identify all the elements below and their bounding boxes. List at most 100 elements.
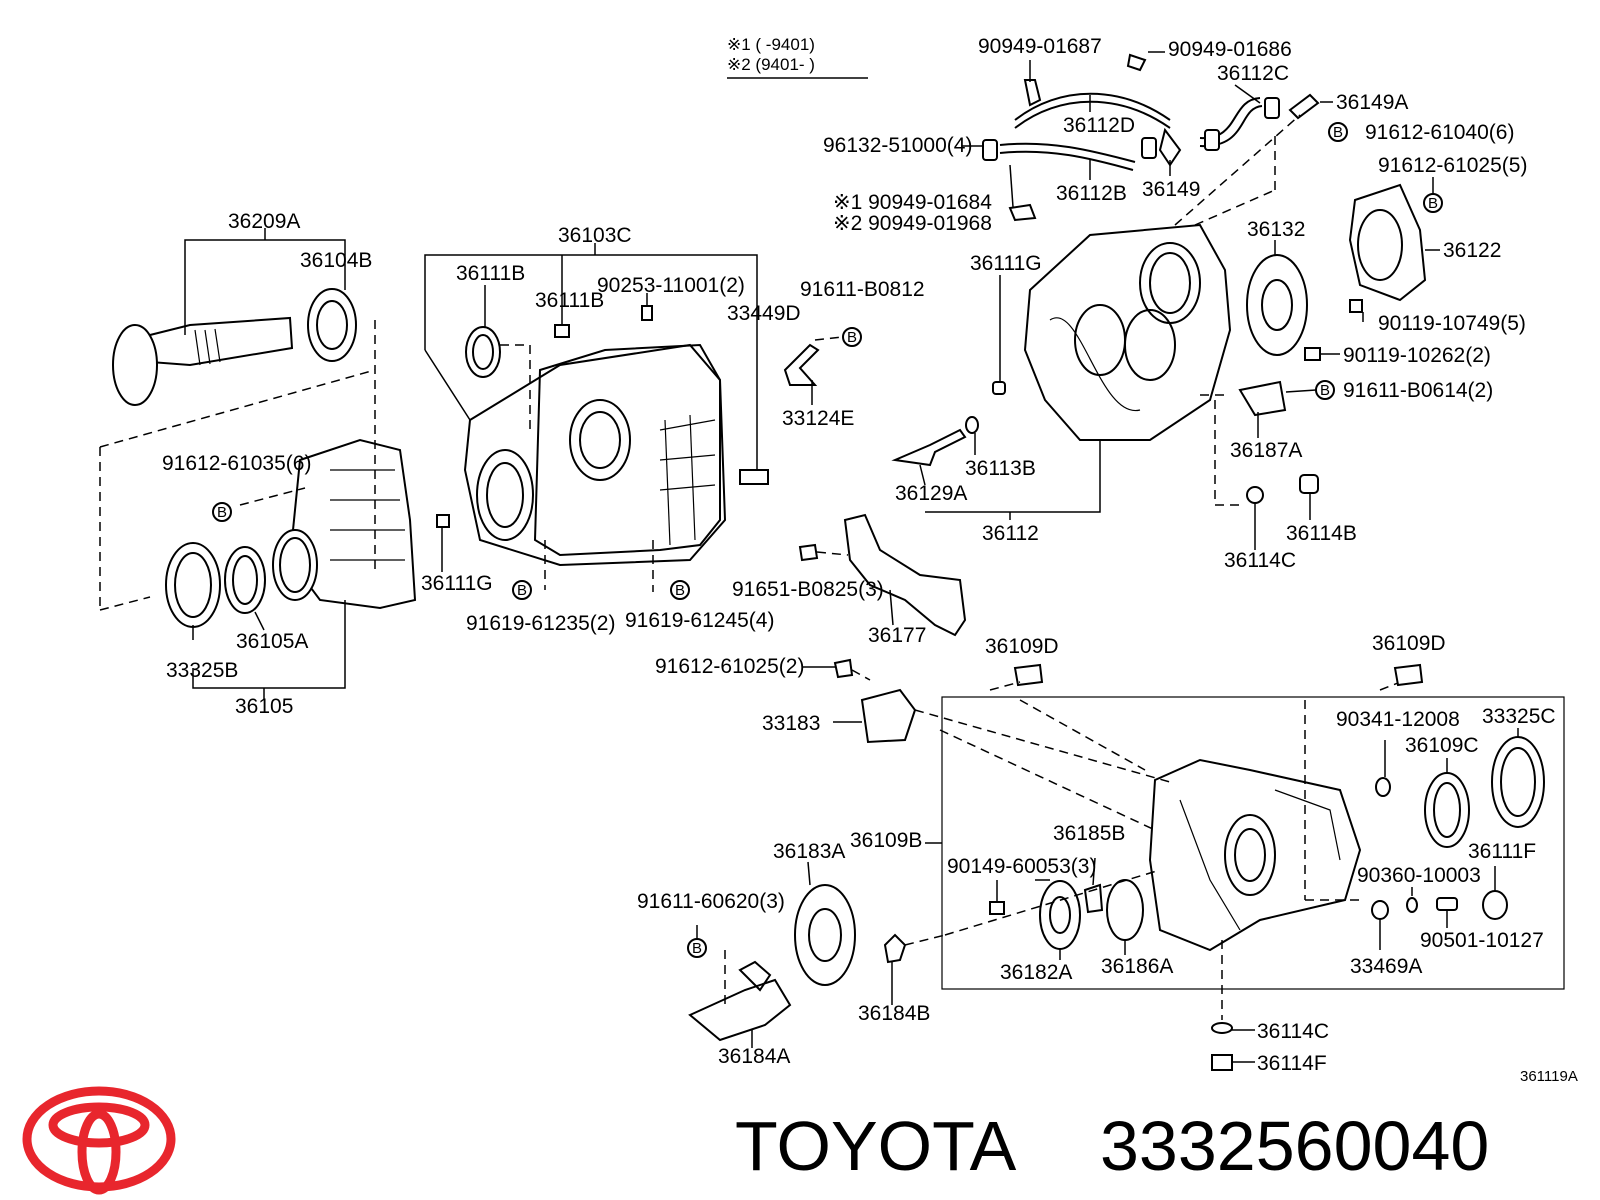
hose-clip-2: [1141, 137, 1157, 159]
part-number: 3332560040: [1100, 1107, 1489, 1185]
washer-90360-10003: [1406, 897, 1418, 913]
clamp-90949-01687: [1023, 79, 1042, 107]
shaft-36209A-shape: [149, 316, 294, 367]
plug-36184B: [883, 933, 907, 964]
transfer-case-group: B B B: [212, 243, 769, 600]
label-36184B: 36184B: [858, 1002, 930, 1025]
washer-36114C-top: [1246, 486, 1264, 504]
bolt-marker-text: B: [517, 582, 527, 599]
rear-cover-group: B B B: [1238, 122, 1443, 550]
washer-36113B: [965, 416, 979, 434]
label-90949-01687: 90949-01687: [978, 35, 1102, 58]
label-36114C-bot: 36114C: [1257, 1020, 1329, 1043]
label-36113B: 36113B: [965, 457, 1036, 480]
brand-name: TOYOTA: [735, 1107, 1017, 1185]
label-36105: 36105: [235, 695, 293, 718]
label-36114B: 36114B: [1286, 522, 1357, 545]
label-36177: 36177: [868, 624, 926, 647]
breather-36111F: [1482, 890, 1508, 920]
bolt-91612-61025-2: [833, 658, 854, 679]
bracket-33124E-group: B: [783, 327, 862, 405]
label-36114C-top: 36114C: [1224, 549, 1296, 572]
label-33124E: 33124E: [782, 407, 854, 430]
label-91619-61245: 91619-61245(4): [625, 609, 774, 632]
label-33183: 33183: [762, 712, 820, 735]
bolt-36109D-2: [1393, 663, 1424, 687]
label-33449D: 33449D: [727, 302, 801, 325]
logo-center-ellipse: [77, 1109, 121, 1195]
label-36132: 36132: [1247, 218, 1305, 241]
bolt-91651-B0825: [798, 543, 819, 562]
label-36111G-top: 36111G: [970, 252, 1042, 275]
pin-90253-11001: [641, 305, 653, 321]
label-36105A: 36105A: [236, 630, 308, 653]
bolt-marker-text: B: [675, 582, 685, 599]
bolt-36109D-1: [1013, 663, 1044, 687]
label-33469A: 33469A: [1350, 955, 1422, 978]
label-91651-B0825: 91651-B0825(3): [732, 578, 884, 601]
lower-section-group: B: [687, 658, 1565, 1071]
extension-housing-36109B: [1148, 758, 1362, 952]
bracket-36187A: [1238, 380, 1287, 417]
bolt-marker-91619-61235: [512, 580, 532, 600]
bushing-36105A: [224, 546, 266, 614]
plug-90341-12008: [1375, 777, 1391, 797]
bolt-marker-text: B: [1333, 124, 1343, 141]
label-91619-61235: 91619-61235(2): [466, 612, 615, 635]
bracket-33124E: [783, 343, 820, 386]
label-36122: 36122: [1443, 239, 1501, 262]
plug-33469A: [1371, 900, 1389, 920]
clamp-90949-01686: [1126, 53, 1147, 72]
bolt-marker-text: B: [1428, 195, 1438, 212]
clamp-90949-01684: [1008, 203, 1037, 222]
label-90501-10127: 90501-10127: [1420, 929, 1544, 952]
hose-clip-3: [1204, 129, 1220, 151]
label-36112B: 36112B: [1056, 182, 1127, 205]
gasket-36132: [1246, 254, 1308, 356]
pin-90501-10127: [1436, 897, 1458, 911]
label-36182A: 36182A: [1000, 961, 1072, 984]
label-36149A: 36149A: [1336, 91, 1408, 114]
plate-36177: [843, 513, 967, 637]
bolt-marker-text: B: [1320, 382, 1330, 399]
hose-36112D-shape: [1014, 92, 1171, 121]
case-36112-shape: [1023, 223, 1232, 441]
label-36186A: 36186A: [1101, 955, 1173, 978]
seal-36111B-large: [465, 326, 501, 378]
plug-36114B: [1299, 474, 1319, 494]
bolt-marker-91619-61245: [670, 580, 690, 600]
pipe-36129A: [891, 428, 967, 467]
bolt-marker-91612-61040: [1328, 122, 1348, 142]
legend: ※1 ( -9401) ※2 (9401- ): [727, 35, 868, 79]
label-90360-10003: 90360-10003: [1357, 864, 1481, 887]
bolt-marker-text: B: [217, 504, 227, 521]
pin-36111G-left: [436, 514, 450, 528]
legend-line-2: ※2 (9401- ): [727, 55, 815, 74]
label-36109B: 36109B: [850, 829, 922, 852]
label-91612-61025-5: 91612-61025(5): [1378, 154, 1527, 177]
label-91611-B0614: 91611-B0614(2): [1343, 379, 1493, 402]
label-36187A: 36187A: [1230, 439, 1302, 462]
label-36111F: 36111F: [1468, 840, 1536, 863]
breather-plug-36149A: [1288, 93, 1320, 120]
bolt-marker-91611-B0812: [842, 327, 862, 347]
label-36109C: 36109C: [1405, 734, 1479, 757]
seal-33325C: [1491, 736, 1545, 828]
rear-case-group: [891, 135, 1276, 520]
bolt-marker-91612-61035: [212, 502, 232, 522]
skid-plate-group: [798, 513, 967, 637]
toyota-logo: [22, 1086, 176, 1195]
hose-36112B-shape: [999, 142, 1136, 163]
plate-36183A: [794, 884, 856, 986]
label-90253-11001: 90253-11001(2): [597, 274, 745, 297]
cover-36122: [1348, 183, 1427, 302]
label-36209A: 36209A: [228, 210, 300, 233]
hose-clip-1: [982, 139, 998, 161]
logo-top-ellipse: [48, 1102, 150, 1148]
breather-plug-36149: [1158, 127, 1182, 167]
label-91612-61040: 91612-61040(6): [1365, 121, 1514, 144]
extension-housing-group: [165, 438, 417, 700]
label-91612-61025-2: 91612-61025(2): [655, 655, 804, 678]
plug-36111B-small: [554, 324, 570, 338]
